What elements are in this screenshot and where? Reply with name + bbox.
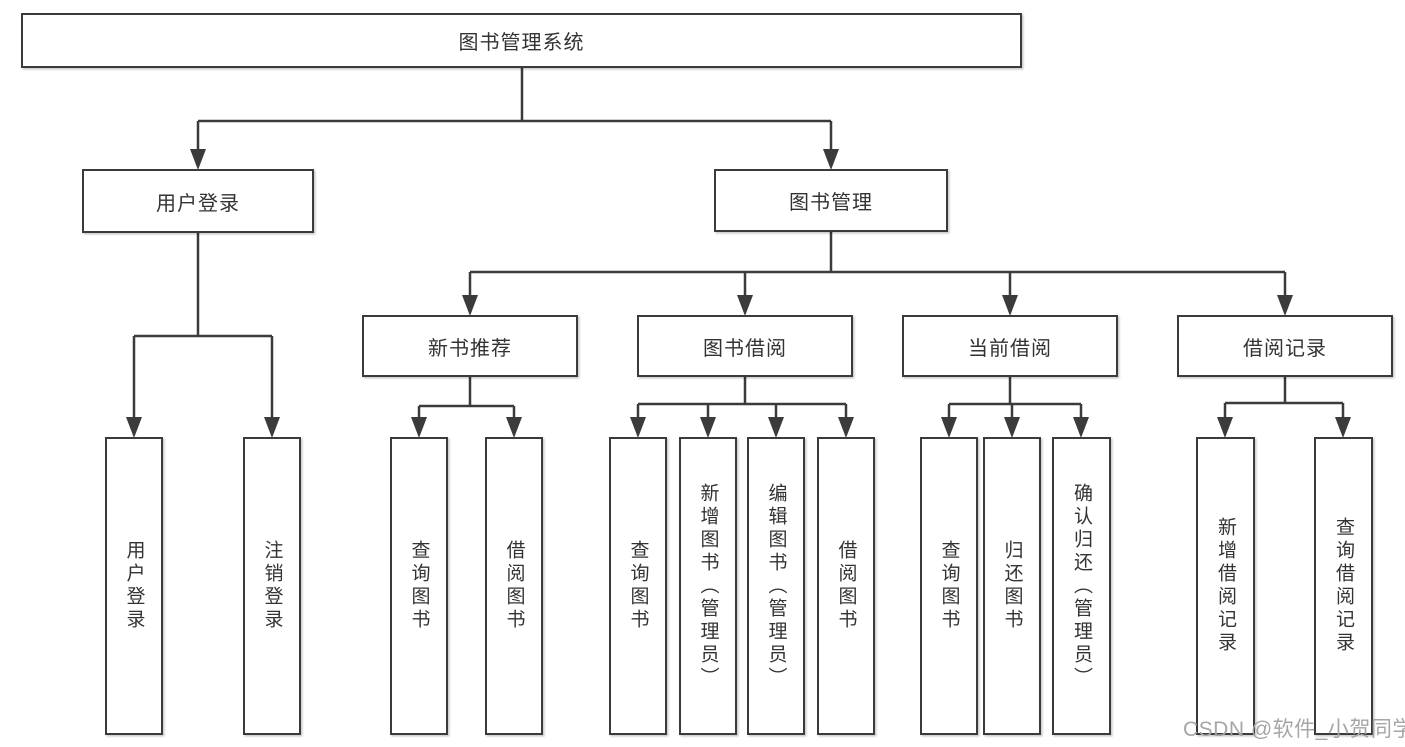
edge-book-management-children [462,232,1293,316]
arrow-icon [941,417,957,438]
node-confirm-return-admin: 确认归还（管理员） [1052,437,1111,735]
edge-book-borrow-children [630,377,854,438]
node-root: 图书管理系统 [21,13,1022,68]
edge-root-to-level2 [190,68,839,170]
node-add-borrow-record: 新增借阅记录 [1196,437,1255,735]
node-query-borrow-record: 查询借阅记录 [1314,437,1373,735]
arrow-icon [1217,417,1233,438]
node-edit-books-admin: 编辑图书（管理员） [747,437,805,735]
edge-user-login-children [126,233,280,438]
arrow-icon [1335,417,1351,438]
node-user-login-leaf: 用户登录 [105,437,163,735]
arrow-icon [700,417,716,438]
arrow-icon [264,417,280,438]
arrow-icon [1004,417,1020,438]
edge-current-borrow-children [941,377,1089,438]
arrow-icon [190,149,206,170]
edge-borrow-records-children [1217,377,1351,438]
node-user-login: 用户登录 [82,169,314,233]
node-book-borrow: 图书借阅 [637,315,853,377]
node-logout: 注销登录 [243,437,301,735]
node-borrow-books-recommend: 借阅图书 [485,437,543,735]
node-current-borrow: 当前借阅 [902,315,1118,377]
node-query-books-current: 查询图书 [920,437,978,735]
node-query-books-recommend: 查询图书 [390,437,448,735]
node-borrow-books: 借阅图书 [817,437,875,735]
arrow-icon [768,417,784,438]
arrow-icon [126,417,142,438]
arrow-icon [737,295,753,316]
arrow-icon [462,295,478,316]
arrow-icon [1002,295,1018,316]
arrow-icon [630,417,646,438]
node-return-books: 归还图书 [983,437,1041,735]
arrow-icon [838,417,854,438]
arrow-icon [1277,295,1293,316]
arrow-icon [506,417,522,438]
node-add-books-admin: 新增图书（管理员） [679,437,737,735]
node-borrow-records: 借阅记录 [1177,315,1393,377]
edge-new-book-children [411,377,522,438]
node-new-book-recommend: 新书推荐 [362,315,578,377]
node-book-management: 图书管理 [714,169,948,232]
arrow-icon [823,149,839,170]
watermark: CSDN @软件_小贺同学 [1183,718,1405,741]
node-query-books-borrow: 查询图书 [609,437,667,735]
arrow-icon [411,417,427,438]
arrow-icon [1073,417,1089,438]
